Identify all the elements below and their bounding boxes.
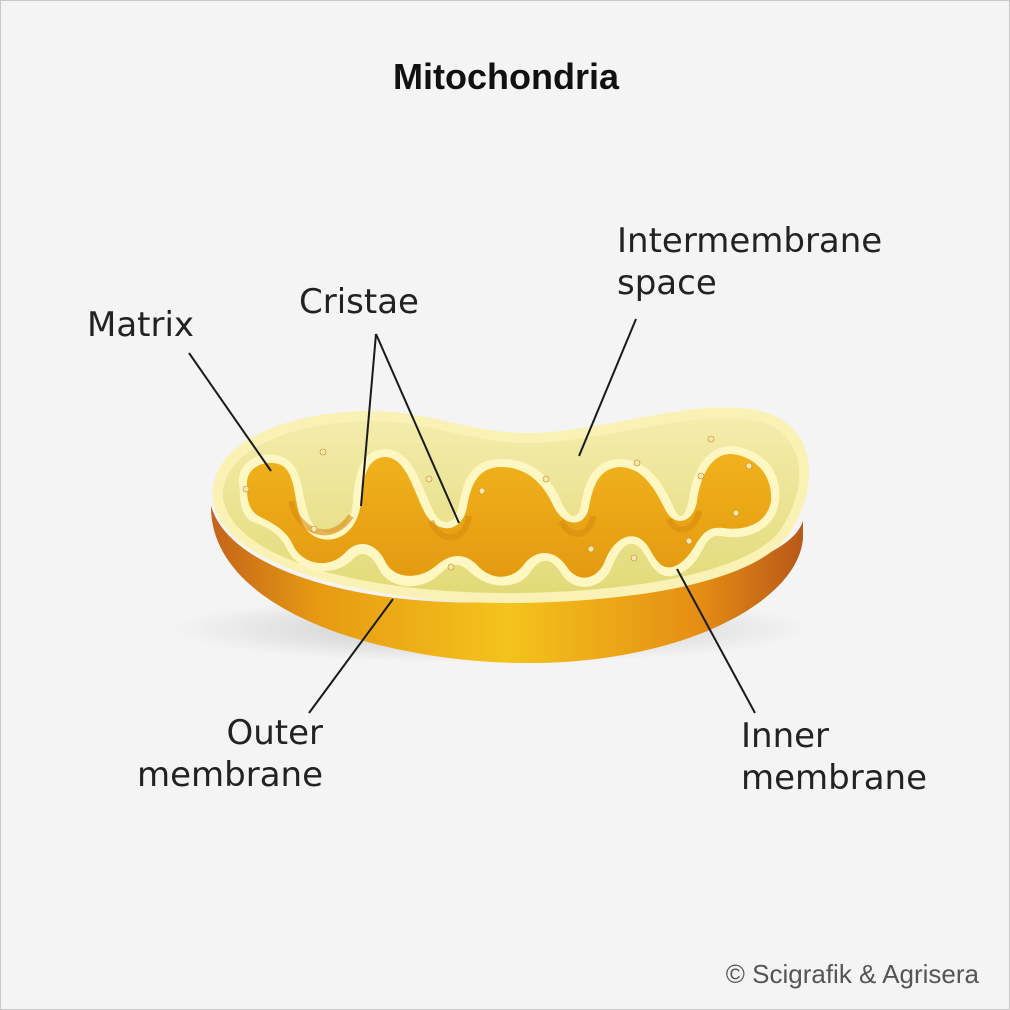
diagram-title: Mitochondria (393, 56, 619, 97)
cristae-leader-right (375, 333, 460, 524)
label-inner-line1: Inner (741, 716, 830, 756)
label-intermembrane-space: Intermembrane space (617, 220, 882, 304)
label-cristae: Cristae (299, 282, 419, 322)
label-outer-line1: Outer (226, 713, 323, 753)
outer-membrane-leader (308, 598, 394, 714)
inner-membrane-leader (676, 568, 756, 714)
intermembrane-leader (578, 318, 637, 457)
label-inner-membrane: Inner membrane (741, 715, 927, 799)
label-outer-membrane: Outer membrane (121, 712, 323, 796)
matrix-leader (188, 352, 272, 472)
matrix-granules (242, 435, 753, 571)
cristae-leader-left (360, 333, 377, 507)
matrix (247, 454, 772, 578)
label-outer-line2: membrane (136, 755, 323, 795)
label-inner-line2: membrane (741, 758, 928, 798)
label-intermembrane-line2: space (617, 263, 717, 303)
leader-lines (188, 318, 756, 714)
label-intermembrane-line1: Intermembrane (617, 221, 883, 261)
label-matrix: Matrix (87, 305, 195, 345)
copyright-credit: © Scigrafik & Agrisera (725, 959, 979, 989)
